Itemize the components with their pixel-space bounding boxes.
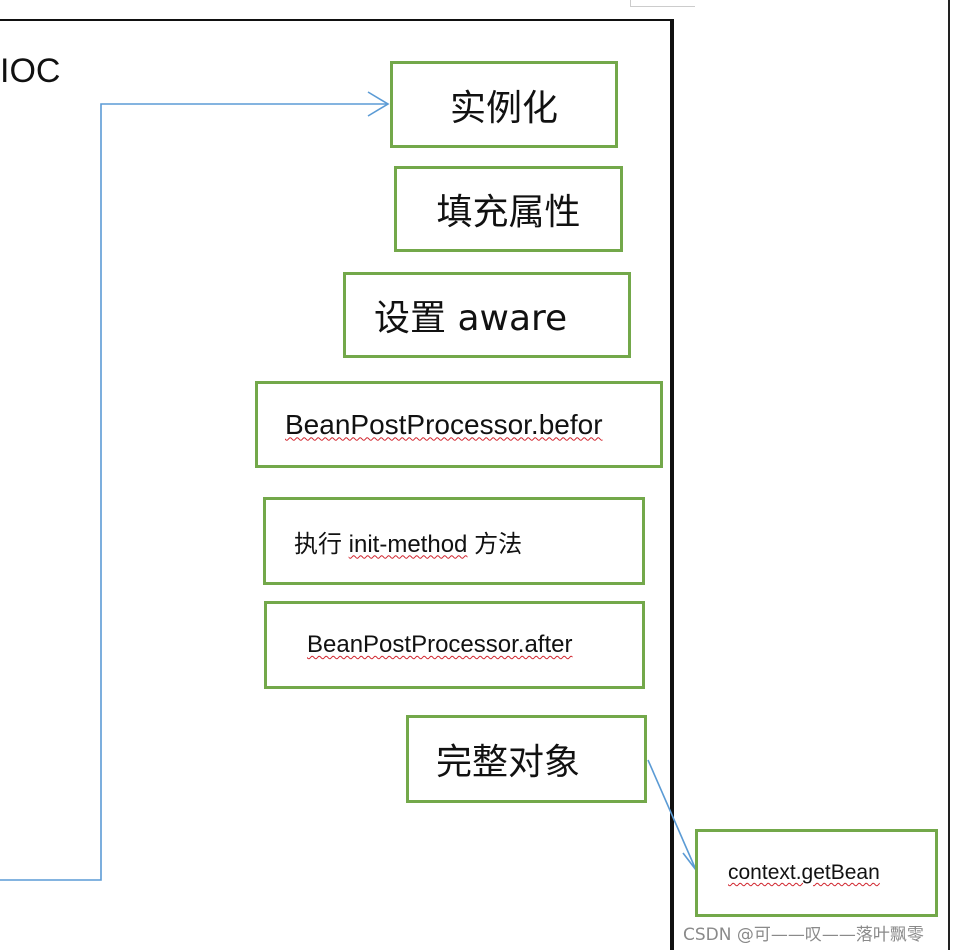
step-postprocessor-before-label: BeanPostProcessor.befor [285,408,603,440]
step-init-method-prefix: 执行 [294,530,349,558]
step-init-method-suffix: 方法 [467,530,523,558]
step-postprocessor-after-box: BeanPostProcessor.after [264,601,645,689]
step-init-method-code: init-method [348,530,468,558]
step-set-aware-label: 设置 aware [374,298,568,339]
step-complete-object-box: 完整对象 [406,715,647,803]
step-set-aware-box: 设置 aware [343,272,631,358]
step-postprocessor-before-box: BeanPostProcessor.befor [255,381,663,468]
arrow-complete-to-getbean [647,759,697,871]
step-instantiate-label: 实例化 [449,87,558,129]
top-tab-fragment [630,0,695,7]
loop-arrow-to-instantiate [0,103,388,881]
step-init-method-label: 执行 init-method 方法 [294,524,522,559]
loop-arrowhead [367,91,390,117]
step-postprocessor-after-label: BeanPostProcessor.after [307,631,573,658]
step-instantiate-box: 实例化 [390,61,618,148]
step-populate-properties-box: 填充属性 [394,166,623,252]
ioc-container-top-border [0,19,674,21]
csdn-watermark: CSDN @可——叹——落叶飘零 [683,925,924,945]
step-init-method-box: 执行 init-method 方法 [263,497,645,585]
right-panel-edge [948,0,968,950]
context-getbean-label: context.getBean [728,861,880,884]
ioc-container-title: IOC [0,52,61,90]
ioc-container-right-border [670,19,674,950]
step-populate-properties-label: 填充属性 [436,192,581,233]
step-complete-object-label: 完整对象 [436,742,581,783]
context-getbean-box: context.getBean [695,829,938,917]
